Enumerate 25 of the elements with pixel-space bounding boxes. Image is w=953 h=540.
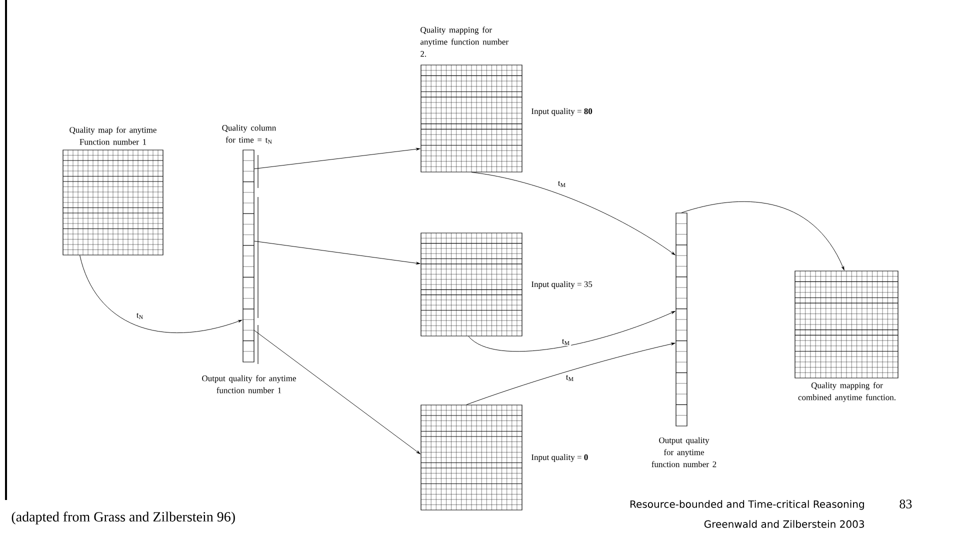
arrow: [466, 342, 676, 405]
arrow: [254, 330, 420, 454]
input-quality-label: Input quality = 0: [532, 454, 588, 462]
edge-label: t$_{M}$: [564, 374, 576, 382]
page-number: 83: [900, 500, 912, 508]
caption-text: Quality column for time = t$_{N}$: [222, 124, 276, 144]
arrow: [681, 201, 844, 270]
arrow: [471, 172, 676, 256]
edge-label: t$_{M}$: [560, 338, 572, 346]
caption-text: Quality map for anytime Function number 1: [70, 126, 156, 145]
edge-label: t$_{N}$: [135, 312, 145, 320]
footer-text: Resource-bounded and Time-critical Reasoning: [630, 500, 864, 510]
arrow: [468, 311, 676, 352]
arrow: [80, 255, 242, 333]
caption-text: Output quality for anytime function number 1: [202, 375, 296, 394]
edge-label: t$_{M}$: [556, 180, 568, 188]
arrow: [254, 148, 420, 170]
caption-text: Output quality for anytime function number 2: [652, 437, 716, 468]
input-quality-label: Input quality = 80: [532, 108, 592, 116]
caption-text: Quality mapping for combined anytime function.: [798, 382, 896, 402]
caption-text: Quality mapping for anytime function number 2.: [420, 26, 508, 57]
footer-text: Greenwald and Zilberstein 2003: [704, 520, 864, 528]
input-quality-label: Input quality = 35: [532, 281, 592, 289]
arrow: [254, 240, 420, 264]
source-note: (adapted from Grass and Zilberstein 96): [12, 512, 235, 524]
